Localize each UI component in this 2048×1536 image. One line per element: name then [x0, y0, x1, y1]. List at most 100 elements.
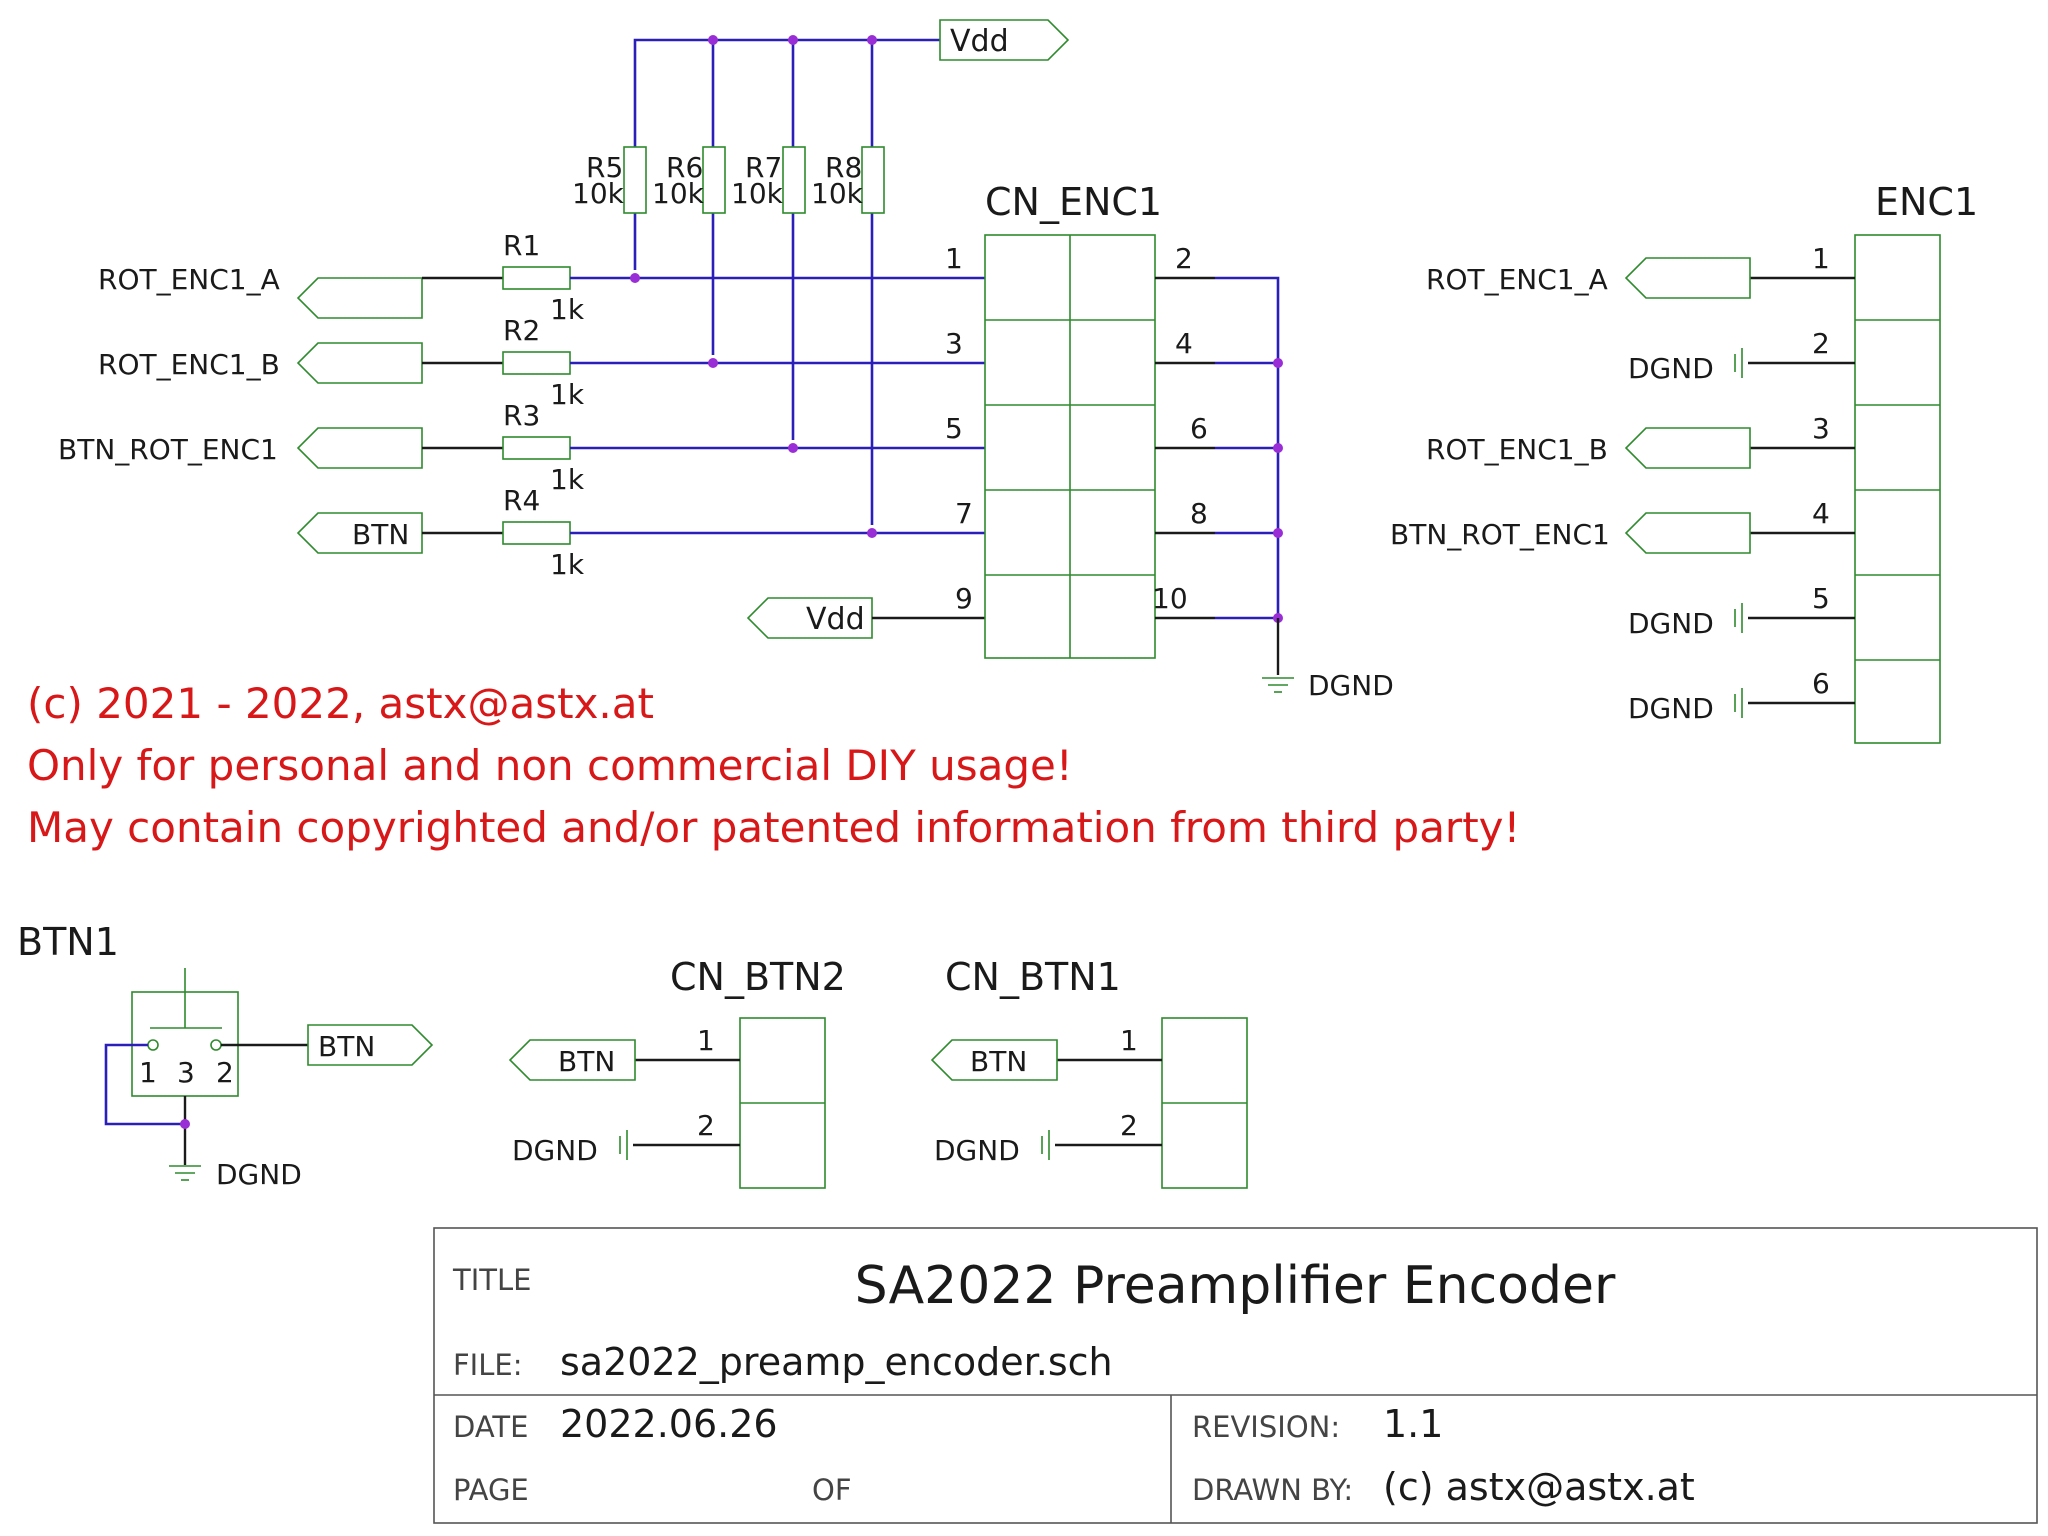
vdd-label-bottom [746, 597, 873, 639]
svg-text:BTN_ROT_ENC1: BTN_ROT_ENC1 [1390, 518, 1610, 551]
svg-text:1: 1 [139, 1056, 157, 1089]
resistor-r2 [502, 351, 571, 375]
date-label: DATE [453, 1410, 528, 1444]
rot-enc1-b-label [296, 342, 423, 384]
svg-text:(c) 2021 - 2022, astx@astx.at: (c) 2021 - 2022, astx@astx.at [27, 679, 654, 728]
dgnd-enc1-pin6: DGND [1628, 688, 1743, 725]
r8-value: 10k [811, 177, 864, 210]
of-label: OF [812, 1473, 852, 1507]
svg-text:BTN1: BTN1 [17, 920, 119, 964]
r4-ref: R4 [503, 484, 540, 517]
svg-text:May contain copyrighted and/or: May contain copyrighted and/or patented … [27, 803, 1520, 852]
svg-text:4: 4 [1175, 327, 1193, 360]
svg-text:DGND: DGND [1628, 352, 1714, 385]
dgnd-enc1-pin2: DGND [1628, 348, 1743, 385]
svg-text:ROT_ENC1_A: ROT_ENC1_A [98, 263, 280, 296]
svg-text:5: 5 [945, 412, 963, 445]
connector-enc1: ENC1 1 2 3 4 5 6 ROT_ENC1_A DGND ROT_ENC… [1390, 180, 1978, 744]
svg-text:DGND: DGND [934, 1134, 1020, 1167]
svg-text:ROT_ENC1_B: ROT_ENC1_B [1426, 433, 1608, 466]
svg-text:DGND: DGND [216, 1158, 302, 1191]
signal-rows: ROT_ENC1_A R1 1k ROT_ENC1_B R2 1k BTN_RO… [58, 229, 985, 639]
rot-enc1-a-label [296, 277, 423, 319]
title-block: TITLE SA2022 Preamplifier Encoder FILE: … [433, 1227, 2038, 1524]
r2-ref: R2 [503, 314, 540, 347]
file-name: sa2022_preamp_encoder.sch [560, 1340, 1113, 1384]
resistor-r5 [623, 146, 647, 214]
r3-value: 1k [550, 463, 585, 496]
svg-text:CN_BTN1: CN_BTN1 [945, 955, 1121, 999]
svg-text:6: 6 [1190, 412, 1208, 445]
resistor-r8 [861, 146, 885, 214]
svg-text:ROT_ENC1_A: ROT_ENC1_A [1426, 263, 1608, 296]
svg-text:2: 2 [697, 1109, 715, 1142]
svg-text:6: 6 [1812, 667, 1830, 700]
connector-cn-enc1: CN_ENC1 1 3 5 7 9 2 4 6 8 10 [945, 180, 1394, 702]
svg-text:BTN: BTN [558, 1045, 615, 1078]
btn-rot-enc1-label [296, 427, 423, 469]
dgnd-symbol-cn-enc1: DGND [1262, 669, 1394, 702]
resistor-r1 [502, 266, 571, 290]
svg-text:3: 3 [1812, 412, 1830, 445]
svg-text:DGND: DGND [1628, 692, 1714, 725]
svg-text:DGND: DGND [1308, 669, 1394, 702]
r3-ref: R3 [503, 399, 540, 432]
r4-value: 1k [550, 548, 585, 581]
switch-btn1: BTN1 BTN 1 3 2 DGND [17, 920, 434, 1191]
svg-text:Only for personal and non comm: Only for personal and non commercial DIY… [27, 741, 1073, 790]
svg-text:7: 7 [955, 497, 973, 530]
r2-value: 1k [550, 378, 585, 411]
svg-text:8: 8 [1190, 497, 1208, 530]
svg-text:1: 1 [1120, 1024, 1138, 1057]
svg-text:10: 10 [1152, 582, 1188, 615]
r5-value: 10k [572, 177, 625, 210]
r1-ref: R1 [503, 229, 540, 262]
svg-text:9: 9 [955, 582, 973, 615]
btn-label-left [296, 512, 423, 554]
dgnd-symbol-btn1: DGND [169, 1158, 302, 1191]
svg-text:BTN_ROT_ENC1: BTN_ROT_ENC1 [58, 433, 278, 466]
svg-text:2: 2 [216, 1056, 234, 1089]
svg-text:2: 2 [1812, 327, 1830, 360]
svg-text:DGND: DGND [512, 1134, 598, 1167]
dgnd-enc1-pin5: DGND [1628, 603, 1743, 640]
page-label: PAGE [453, 1473, 529, 1507]
date-value: 2022.06.26 [560, 1402, 778, 1446]
r7-ref: R7 [745, 151, 782, 184]
connector-cn-btn1: CN_BTN1 BTN 1 2 DGND [930, 955, 1248, 1189]
svg-text:Vdd: Vdd [806, 602, 865, 637]
svg-text:ENC1: ENC1 [1875, 180, 1978, 224]
svg-text:1: 1 [697, 1024, 715, 1057]
resistor-r7 [782, 146, 806, 214]
svg-text:1: 1 [1812, 242, 1830, 275]
r7-value: 10k [731, 177, 784, 210]
revision-label: REVISION: [1192, 1410, 1340, 1444]
svg-text:4: 4 [1812, 497, 1830, 530]
drawn-by-value: (c) astx@astx.at [1383, 1465, 1695, 1509]
svg-text:CN_BTN2: CN_BTN2 [670, 955, 846, 999]
resistor-r4 [502, 521, 571, 545]
vdd-label-top: Vdd [939, 19, 1070, 61]
resistor-r3 [502, 436, 571, 460]
svg-text:BTN: BTN [318, 1030, 375, 1063]
r1-value: 1k [550, 293, 585, 326]
svg-text:CN_ENC1: CN_ENC1 [985, 180, 1162, 224]
r6-ref: R6 [666, 151, 703, 184]
svg-text:3: 3 [945, 327, 963, 360]
r8-ref: R8 [825, 151, 862, 184]
svg-text:Vdd: Vdd [950, 24, 1009, 59]
file-label: FILE: [453, 1348, 522, 1382]
title-label: TITLE [452, 1263, 531, 1297]
revision-value: 1.1 [1383, 1402, 1443, 1446]
connector-cn-btn2: CN_BTN2 BTN 1 2 DGND [508, 955, 846, 1189]
vdd-pullup-network: Vdd R5 10k R6 10k R7 10k R8 10k [572, 19, 1070, 525]
svg-text:5: 5 [1812, 582, 1830, 615]
svg-text:BTN: BTN [352, 518, 409, 551]
dgnd-cn-btn1: DGND [934, 1130, 1050, 1167]
svg-text:BTN: BTN [970, 1045, 1027, 1078]
dgnd-cn-btn2: DGND [512, 1130, 628, 1167]
drawn-by-label: DRAWN BY: [1192, 1473, 1353, 1507]
svg-text:2: 2 [1175, 242, 1193, 275]
copyright-notice: (c) 2021 - 2022, astx@astx.at Only for p… [27, 679, 1520, 852]
svg-text:2: 2 [1120, 1109, 1138, 1142]
